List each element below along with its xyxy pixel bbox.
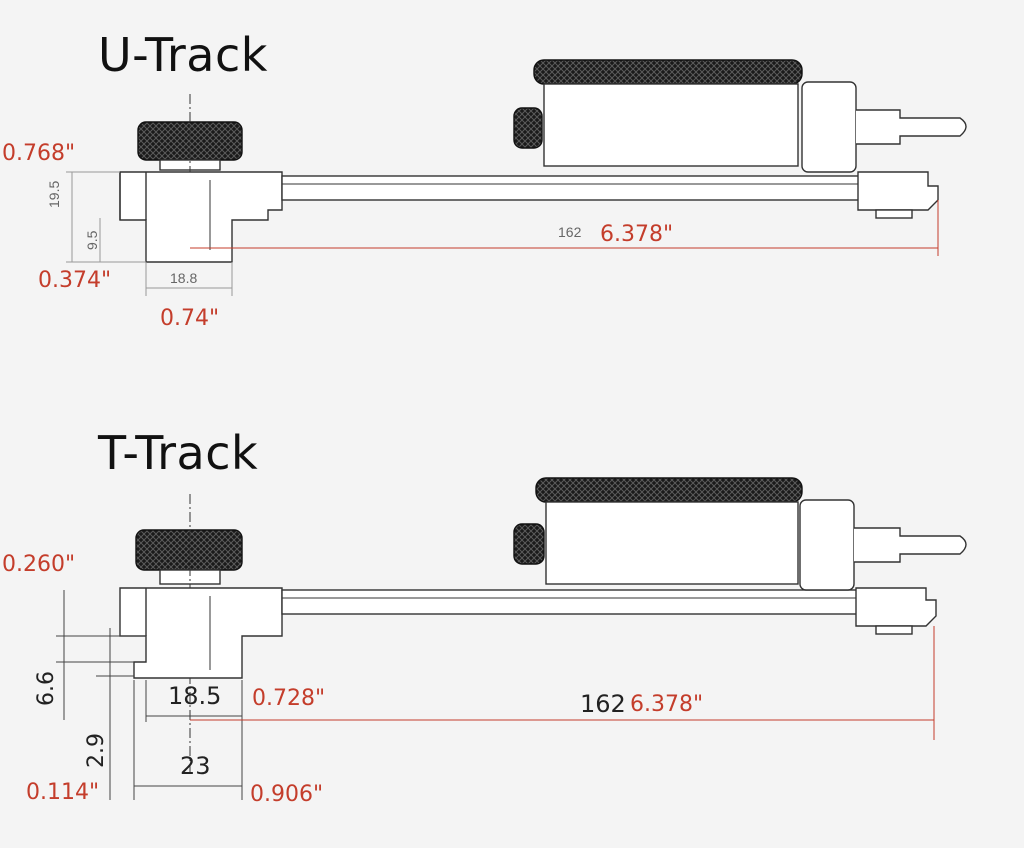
- u-track-dial-body: [543, 83, 799, 167]
- u-track-drawing: [66, 59, 967, 296]
- t-track-neck-width-inch: 0.728": [252, 686, 326, 711]
- u-track-slot-mm: 9.5: [84, 230, 100, 250]
- t-track-dial-body: [545, 501, 799, 585]
- t-track-title: T-Track: [98, 426, 259, 480]
- t-track-dial-bezel: [535, 477, 803, 503]
- t-track-neck-width-mm: 18.5: [168, 682, 222, 710]
- u-track-title: U-Track: [98, 28, 268, 82]
- u-track-width-inch: 0.74": [160, 306, 220, 331]
- t-track-height-inch: 0.260": [2, 552, 76, 577]
- u-track-length-mm: 162: [558, 224, 582, 240]
- t-track-length-inch: 6.378": [630, 692, 704, 717]
- t-track-height-mm: 6.6: [34, 671, 59, 706]
- u-track-dial-bezel: [533, 59, 803, 85]
- t-track-base-width-mm: 23: [180, 752, 211, 780]
- t-track-slot-mm: 2.9: [84, 733, 109, 768]
- u-track-length-inch: 6.378": [600, 222, 674, 247]
- t-track-arm: [281, 589, 873, 615]
- u-track-height-mm: 19.5: [46, 180, 62, 208]
- u-track-height-inch: 0.768": [2, 141, 76, 166]
- t-track-slot-inch: 0.114": [26, 780, 100, 805]
- t-track-length-mm: 162: [580, 690, 626, 718]
- t-track-drawing: [56, 477, 967, 800]
- t-track-knob: [135, 529, 243, 571]
- u-track-width-mm: 18.8: [170, 270, 198, 286]
- u-track-slot-inch: 0.374": [38, 268, 112, 293]
- u-track-arm: [281, 175, 871, 201]
- t-track-base-width-inch: 0.906": [250, 782, 324, 807]
